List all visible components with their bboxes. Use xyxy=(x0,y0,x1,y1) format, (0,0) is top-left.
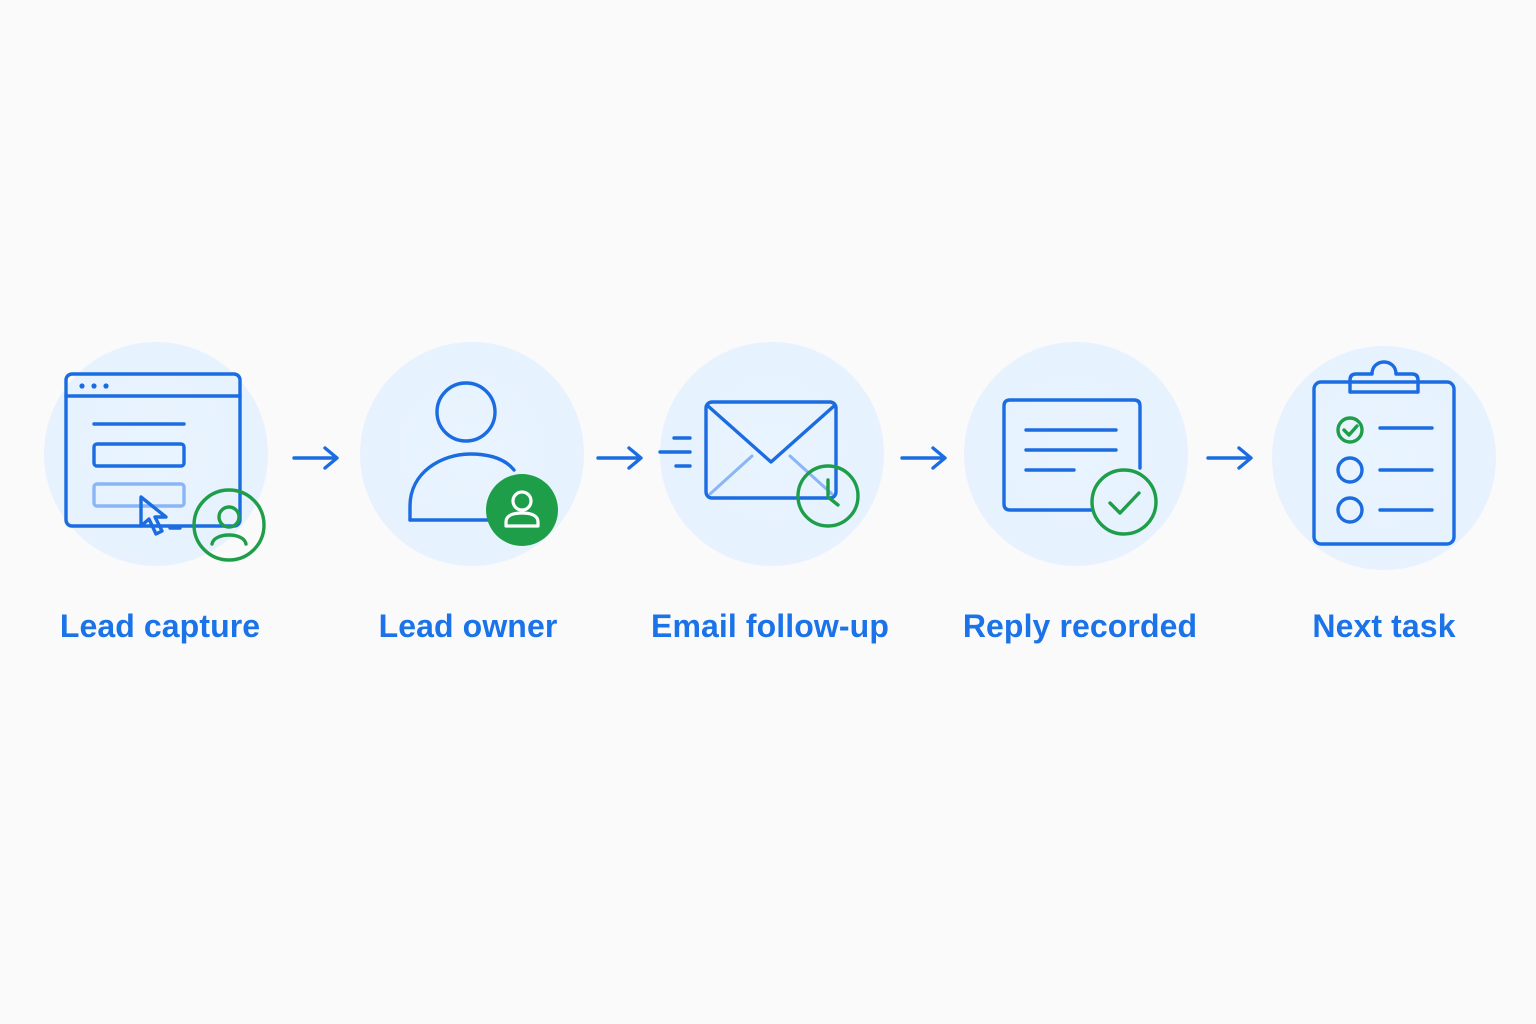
step-bubble xyxy=(44,342,268,566)
clipboard-checklist-icon xyxy=(1312,360,1456,546)
step-email-follow-up: Email follow-up xyxy=(620,0,920,700)
user-badge-icon xyxy=(486,474,558,546)
clock-icon xyxy=(796,464,860,528)
step-label: Reply recorded xyxy=(962,608,1198,644)
step-lead-owner: Lead owner xyxy=(318,0,618,700)
message-card-icon xyxy=(1002,398,1142,512)
step-label: Email follow-up xyxy=(651,608,889,644)
step-next-task: Next task xyxy=(1234,0,1534,700)
step-reply-recorded: Reply recorded xyxy=(928,0,1228,700)
checkmark-icon xyxy=(1090,468,1158,536)
arrow-right-icon xyxy=(596,446,643,470)
step-label: Next task xyxy=(1312,608,1456,644)
arrow-right-icon xyxy=(1206,446,1253,470)
arrow-right-icon xyxy=(292,446,339,470)
person-icon xyxy=(408,381,516,522)
web-form-icon xyxy=(64,372,242,536)
step-label: Lead owner xyxy=(378,608,558,644)
step-lead-capture: Lead capture xyxy=(8,0,308,700)
arrow-right-icon xyxy=(900,446,947,470)
step-bubble xyxy=(964,342,1188,566)
step-label: Lead capture xyxy=(59,608,261,644)
envelope-icon xyxy=(658,400,838,500)
user-circle-icon xyxy=(192,488,266,562)
step-bubble xyxy=(660,342,884,566)
